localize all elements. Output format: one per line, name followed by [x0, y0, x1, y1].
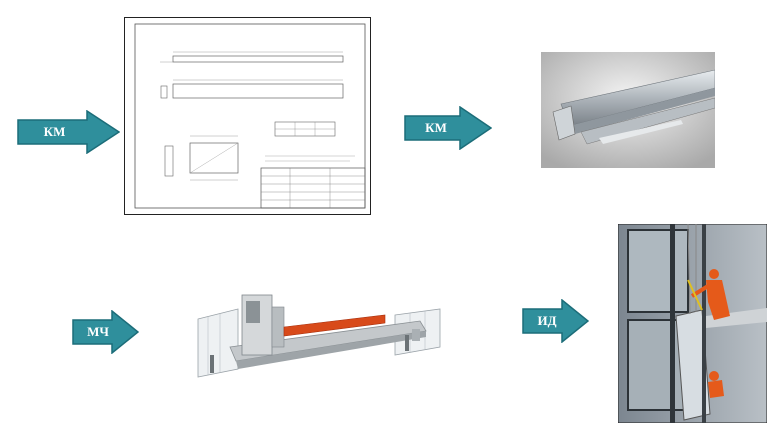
arrow-km-1: КМ — [17, 110, 120, 154]
arrow-id: ИД — [522, 299, 589, 343]
arrow-mch: МЧ — [72, 310, 139, 354]
arrow-shape — [522, 299, 589, 343]
arrow-label: ИД — [537, 313, 557, 328]
arrow-shape — [72, 310, 139, 354]
facade-render — [617, 223, 768, 424]
arrow-label: МЧ — [87, 324, 109, 339]
arrow-shape — [17, 110, 120, 154]
profile-render — [541, 52, 716, 168]
facade-installation-photo — [617, 223, 768, 424]
aluminium-profile-image — [541, 52, 716, 168]
arrow-label: КМ — [425, 120, 447, 135]
arrow-label: КМ — [43, 124, 66, 139]
technical-drawing — [124, 17, 371, 215]
arrow-km-2: КМ — [404, 106, 492, 150]
arrow-shape — [404, 106, 492, 150]
drawing-sheet — [134, 23, 366, 209]
machine-render — [197, 294, 441, 378]
cnc-machine-image — [190, 285, 446, 380]
